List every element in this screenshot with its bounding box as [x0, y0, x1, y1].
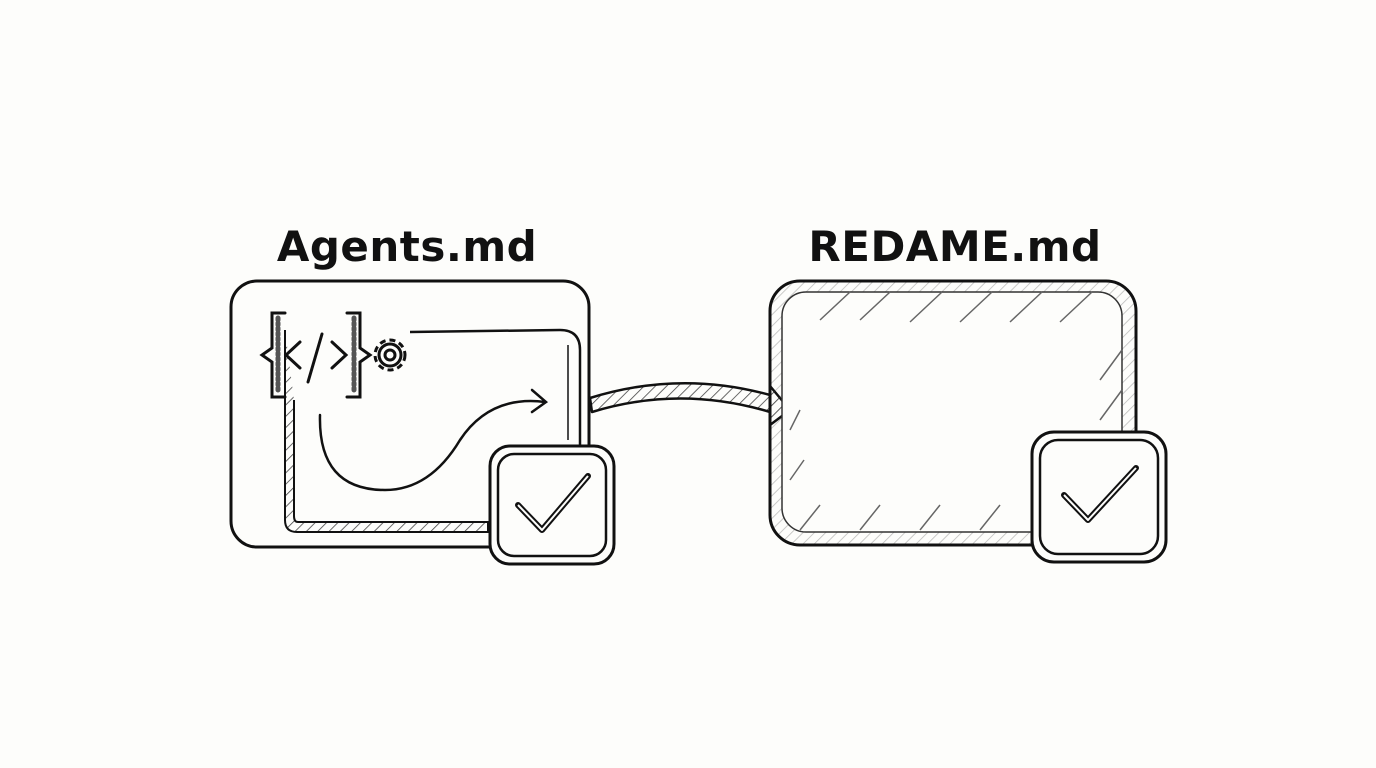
- readme-md-title: REDAME.md: [808, 222, 1102, 271]
- curved-arrow-icon: [318, 388, 549, 492]
- code-brackets-icon: [259, 311, 373, 399]
- agents-md-title: Agents.md: [276, 222, 538, 271]
- readme-checkbox: [1030, 430, 1168, 564]
- gear-icon: [373, 338, 407, 372]
- agents-md-box: [229, 279, 591, 549]
- agents-checkbox: [488, 444, 616, 566]
- arrow-right-icon: [588, 382, 792, 427]
